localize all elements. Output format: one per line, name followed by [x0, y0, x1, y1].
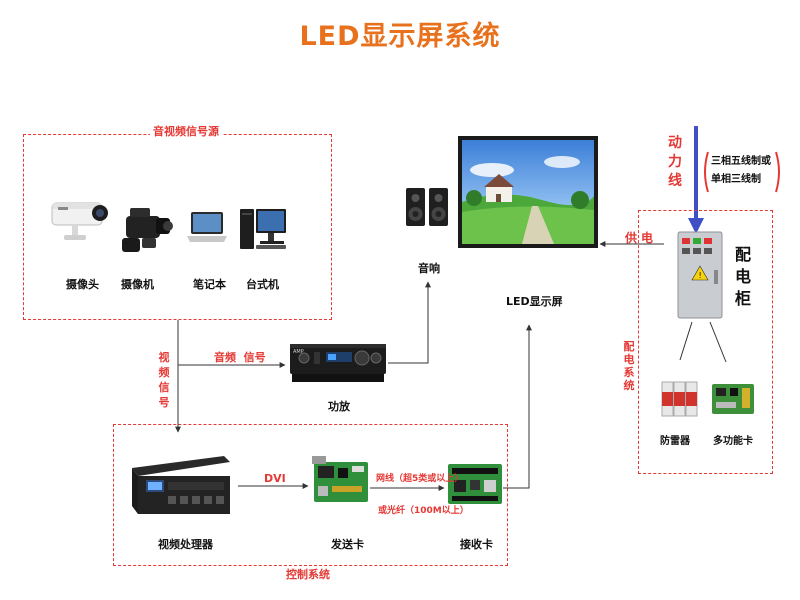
receiver-card-label: 接收卡	[460, 538, 493, 551]
speaker-icon	[406, 188, 448, 226]
network-label: 网线（超5类或以上）	[376, 474, 464, 484]
circuit-board-icon	[312, 456, 368, 502]
amp-to-speaker-line	[388, 281, 431, 364]
speaker-label: 音响	[418, 262, 440, 275]
surge-protector-icon	[661, 381, 698, 417]
cabinet-to-card-line	[709, 321, 727, 363]
video-processor-device	[128, 452, 232, 522]
circuit-board-icon	[712, 384, 754, 414]
fiber-label: 或光纤（100M以上）	[378, 506, 469, 516]
video-processor-icon	[132, 456, 230, 514]
sender-card-label: 发送卡	[331, 538, 364, 551]
power-system-group-label: 配电系统	[623, 340, 635, 392]
wiring-note-line1: 三相五线制或	[711, 156, 771, 167]
landscape-image	[462, 140, 594, 244]
amplifier-label: 功放	[328, 400, 350, 413]
wiring-note-line2: 单相三线制	[711, 174, 761, 185]
laptop-device	[186, 210, 228, 250]
surge-label: 防雷器	[660, 436, 690, 447]
amplifier-device: AMP	[288, 340, 388, 390]
led-screen-label: LED显示屏	[506, 295, 563, 308]
sender-card-device	[312, 456, 370, 510]
svg-text:AMP: AMP	[293, 349, 304, 355]
control-group-label: 控制系统	[286, 568, 330, 581]
cabinet-device: !	[676, 230, 724, 326]
distribution-cabinet-icon: !	[677, 231, 723, 319]
receiver-to-screen-line	[503, 324, 532, 489]
dvi-label: DVI	[264, 472, 286, 485]
page-title: LED显示屏系统	[299, 21, 501, 52]
camcorder-device	[120, 204, 175, 260]
multifunction-device	[710, 382, 756, 420]
multifunction-label: 多功能卡	[713, 436, 753, 447]
cabinet-label: 配电柜	[734, 245, 751, 308]
speaker-device	[404, 186, 450, 234]
power-line-label: 动力线	[668, 135, 682, 189]
desktop-computer-icon	[240, 209, 286, 249]
camera-label: 摄像头	[66, 278, 99, 291]
audio-signal-label: 音频 信号	[214, 351, 266, 364]
desktop-device	[238, 205, 290, 255]
control-group-box	[113, 424, 508, 566]
receiver-card-device	[446, 460, 504, 512]
circuit-board-icon	[448, 464, 502, 504]
security-camera-icon	[51, 202, 108, 240]
camera-device	[50, 195, 112, 247]
amplifier-icon: AMP	[290, 344, 386, 382]
laptop-icon	[187, 212, 227, 242]
laptop-label: 笔记本	[193, 278, 226, 291]
bracket-marks	[704, 151, 780, 193]
cabinet-to-surge-line	[679, 321, 693, 361]
video-signal-label: 视频信号	[158, 351, 170, 409]
video-processor-label: 视频处理器	[158, 538, 213, 551]
camcorder-label: 摄像机	[121, 278, 154, 291]
source-group-label: 音视频信号源	[150, 123, 222, 139]
power-system-group-box	[638, 210, 773, 474]
surge-device	[660, 378, 700, 424]
camcorder-icon	[122, 208, 173, 252]
supply-label: 供电	[625, 231, 658, 245]
desktop-label: 台式机	[246, 278, 279, 291]
svg-text:!: !	[699, 271, 702, 280]
led-screen	[458, 136, 598, 248]
